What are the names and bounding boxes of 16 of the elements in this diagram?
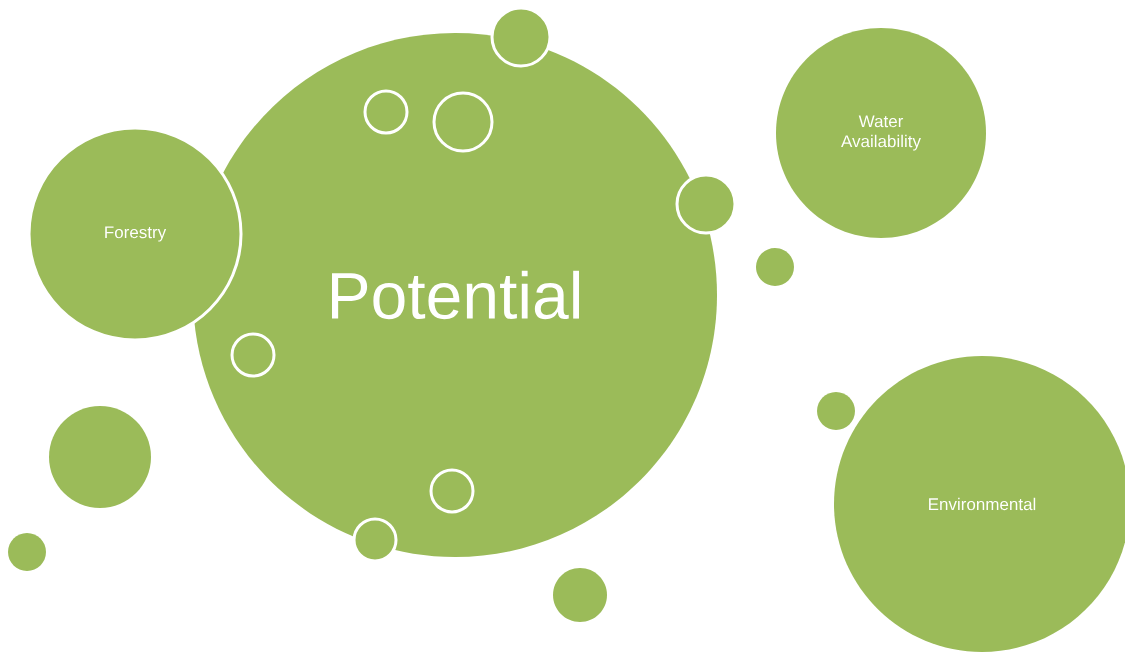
ring-circle <box>230 332 276 378</box>
small-circle <box>553 568 607 622</box>
main-bubble: Potential <box>193 33 717 557</box>
bubble: Water Availability <box>776 28 986 238</box>
small-circle <box>817 392 855 430</box>
small-circle <box>490 6 552 68</box>
bubble: Environmental <box>834 356 1125 652</box>
ring-circle <box>363 89 409 135</box>
ring-circle <box>429 468 475 514</box>
small-circle <box>8 533 46 571</box>
ring-circle <box>352 517 398 563</box>
small-circle <box>675 173 737 235</box>
small-circle <box>49 406 151 508</box>
ring-circle <box>432 91 494 153</box>
small-circle <box>756 248 794 286</box>
bubble: Forestry <box>27 126 243 342</box>
